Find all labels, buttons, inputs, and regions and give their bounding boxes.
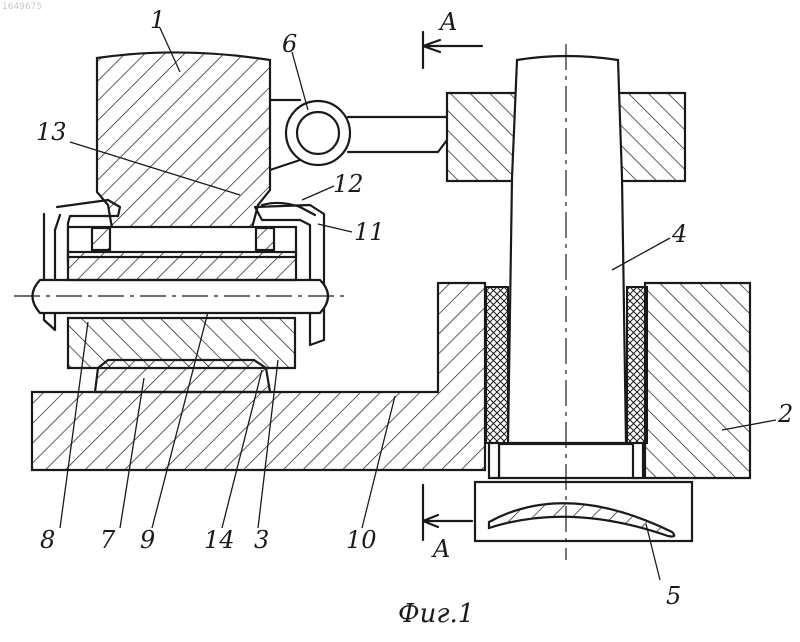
section-label-top: A	[438, 8, 457, 36]
label-8: 8	[40, 526, 55, 554]
label-13: 13	[36, 118, 67, 146]
label-11: 11	[354, 218, 385, 246]
collar-pin-right	[633, 443, 643, 478]
section-label-bottom: A	[431, 535, 450, 563]
collar-pin-left	[489, 443, 499, 478]
section-mark-top	[423, 32, 482, 68]
label-14: 14	[204, 526, 235, 554]
label-5: 5	[666, 582, 681, 610]
cage-shoulder-right	[256, 228, 274, 250]
label-3: 3	[254, 526, 269, 554]
body-1	[97, 52, 270, 228]
axle-hub	[68, 252, 296, 280]
label-6: 6	[282, 30, 297, 58]
arm-block-left	[447, 93, 517, 181]
ring-6-outer	[286, 101, 350, 165]
label-9: 9	[140, 526, 155, 554]
arm-block-right	[618, 93, 685, 181]
label-10: 10	[346, 526, 377, 554]
figure-caption: Фиг.1	[398, 599, 474, 629]
label-7: 7	[100, 526, 116, 554]
housing-2	[645, 283, 750, 478]
link-rod	[348, 117, 447, 152]
bushing-left	[486, 287, 508, 443]
section-mark-bottom	[423, 485, 472, 540]
cage-shoulder-left	[92, 228, 110, 250]
label-4: 4	[671, 220, 687, 248]
label-1: 1	[150, 6, 165, 34]
bushing-right	[627, 287, 647, 443]
shaft-collar	[499, 444, 638, 478]
label-12: 12	[333, 170, 364, 198]
label-2: 2	[777, 400, 793, 428]
shaft-4	[508, 56, 626, 443]
roller-7	[95, 360, 270, 392]
document-number: 1649675	[2, 2, 42, 12]
